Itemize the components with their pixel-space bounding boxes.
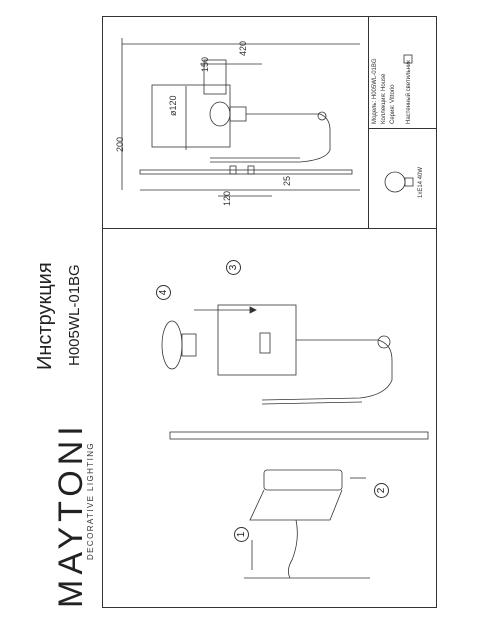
info-panel xyxy=(368,17,436,229)
mount-plate xyxy=(263,469,343,491)
bulb-spec-icon xyxy=(384,171,414,193)
assembly-mount xyxy=(259,332,271,354)
dimension-drawing xyxy=(121,38,360,197)
info-divider xyxy=(368,128,436,129)
step-3-arrowhead xyxy=(249,306,257,314)
assembly-arm xyxy=(261,339,393,401)
socket xyxy=(229,106,247,122)
assembly-joint xyxy=(377,335,391,349)
mount-bracket xyxy=(249,489,343,521)
page-frame xyxy=(102,16,437,608)
lamp-type-icon xyxy=(403,54,413,64)
assembly-socket xyxy=(181,333,197,357)
wall-plate xyxy=(139,169,353,175)
plate-screw-a xyxy=(229,165,237,175)
wall-bar xyxy=(169,431,429,440)
bulb-icon xyxy=(209,101,231,127)
arm-joint xyxy=(317,111,327,121)
assembly-bulb xyxy=(161,320,183,370)
assembly-shade xyxy=(217,304,297,376)
plate-screw-b xyxy=(247,165,255,175)
cable xyxy=(288,519,298,579)
arm xyxy=(210,113,331,163)
mounting-drawing xyxy=(244,469,370,579)
assembly-arm-inner xyxy=(261,401,363,405)
assembly-drawing xyxy=(161,304,393,405)
drawing-panel xyxy=(103,17,436,229)
shade-top-dim xyxy=(203,59,227,95)
